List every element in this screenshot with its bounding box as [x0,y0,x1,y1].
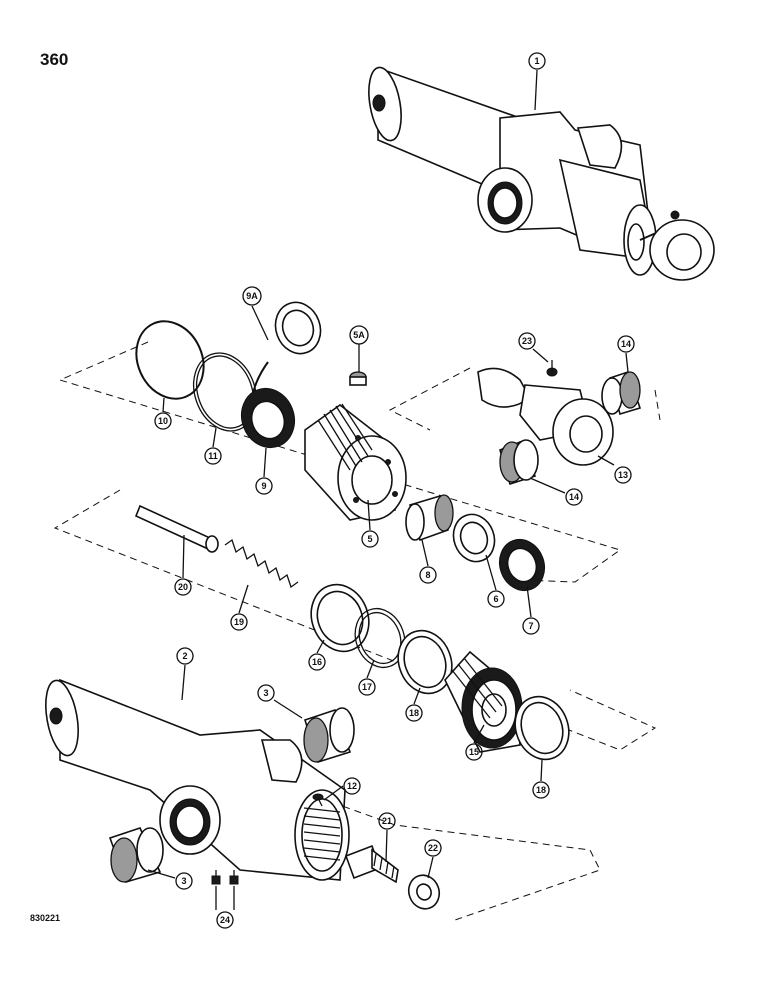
callout-3: 3 [175,872,193,890]
kit-outline-fittings [297,789,601,921]
svg-text:19: 19 [234,617,244,627]
callout-21: 21 [378,812,396,830]
svg-text:21: 21 [382,816,392,826]
callout-20: 20 [174,578,192,596]
callout-9: 9 [255,477,273,495]
callout-1: 1 [528,52,546,70]
screw-12 [312,793,324,807]
svg-text:11: 11 [208,451,218,461]
poppet-20 [134,504,219,553]
o-ring-10 [135,320,205,400]
kit-outline-upper [58,341,622,583]
svg-text:2: 2 [182,651,187,661]
svg-text:8: 8 [425,570,430,580]
callout-12: 12 [343,777,361,795]
svg-text:20: 20 [178,582,188,592]
rod-seal-9 [241,387,295,449]
rod-eye-13 [477,360,614,466]
kit-outline-rod-eye [388,367,661,431]
svg-text:22: 22 [428,843,438,853]
svg-text:18: 18 [409,708,419,718]
svg-text:9: 9 [261,481,266,491]
svg-text:14: 14 [569,492,579,502]
bushing-3-upper [303,707,355,764]
assembled-cylinder [368,66,715,281]
svg-text:14: 14 [621,339,631,349]
svg-text:10: 10 [158,416,168,426]
ring-16 [310,583,370,653]
svg-text:7: 7 [528,621,533,631]
svg-text:13: 13 [618,470,628,480]
callout-18: 18 [405,704,423,722]
callout-5: 5 [361,530,379,548]
callout-24: 24 [216,911,234,929]
bushing-14-upper [601,370,642,416]
washer-22 [407,874,441,910]
svg-text:12: 12 [347,781,357,791]
svg-text:6: 6 [493,594,498,604]
callout-17: 17 [358,678,376,696]
callout-13: 13 [614,466,632,484]
callout-6: 6 [487,590,505,608]
fitting-21 [344,844,399,884]
callout-19: 19 [230,613,248,631]
svg-text:15: 15 [469,747,479,757]
svg-text:9A: 9A [246,291,258,301]
callout-7: 7 [522,617,540,635]
bushing-8 [405,494,454,542]
svg-text:5A: 5A [353,330,365,340]
svg-text:24: 24 [220,915,230,925]
svg-text:5: 5 [367,534,372,544]
svg-text:23: 23 [522,336,532,346]
ring-18-right [514,695,570,761]
svg-text:17: 17 [362,682,372,692]
cylinder-barrel-2 [45,678,350,881]
piston-15 [444,650,523,753]
figure-code: 830221 [30,913,61,923]
callout-9A: 9A [242,286,262,306]
callout-23: 23 [518,332,536,350]
ring-17 [354,607,406,669]
callout-10: 10 [154,412,172,430]
callout-18: 18 [532,781,550,799]
spring-19 [224,538,299,589]
page-number: 360 [40,50,69,69]
wiper-9A [251,301,322,399]
ring-18-left [397,629,453,695]
svg-text:3: 3 [263,688,268,698]
svg-text:16: 16 [312,657,322,667]
svg-text:1: 1 [534,56,539,66]
leader-lines [147,69,629,910]
callout-5A: 5A [349,325,369,345]
grease-fittings-24 [211,870,239,885]
callout-11: 11 [204,447,222,465]
callout-8: 8 [419,566,437,584]
callout-14: 14 [617,335,635,353]
svg-text:3: 3 [181,876,186,886]
bushing-14-lower [499,439,539,486]
callout-14: 14 [565,488,583,506]
callout-22: 22 [424,839,442,857]
svg-text:18: 18 [536,785,546,795]
callout-3: 3 [257,684,275,702]
callout-16: 16 [308,653,326,671]
callout-2: 2 [176,647,194,665]
backup-ring-11 [193,352,257,432]
ring-6 [452,513,496,563]
bushing-3-lower [108,827,164,883]
kit-outline-lower [53,489,657,751]
gland-5 [304,371,407,521]
callout-15: 15 [465,743,483,761]
ring-7 [498,538,546,592]
